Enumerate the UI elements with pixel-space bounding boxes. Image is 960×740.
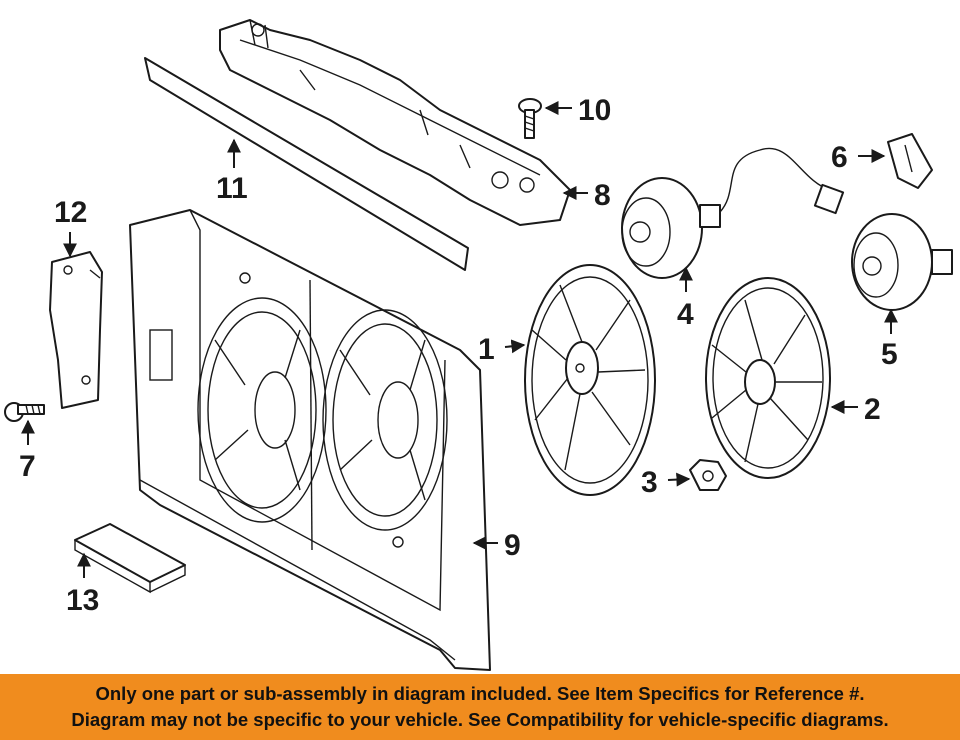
callout-2: 2 (864, 393, 881, 426)
callout-6: 6 (831, 141, 848, 174)
callout-3: 3 (641, 466, 658, 499)
part-3-nut (689, 459, 727, 491)
part-4-motor (621, 147, 845, 279)
part-2-fan (705, 277, 831, 479)
callout-12: 12 (54, 196, 87, 229)
part-12-bracket (49, 251, 103, 409)
callout-13: 13 (66, 584, 99, 617)
leader-lines (21, 101, 898, 578)
callout-4: 4 (677, 298, 694, 331)
disclaimer-banner: Only one part or sub-assembly in diagram… (0, 674, 960, 740)
part-11-seal-strip (144, 57, 469, 271)
callout-9: 9 (504, 529, 521, 562)
disclaimer-line-1: Only one part or sub-assembly in diagram… (95, 683, 865, 704)
callout-7: 7 (19, 450, 36, 483)
part-7-bolt (4, 402, 45, 422)
callout-8: 8 (594, 179, 611, 212)
exploded-parts-diagram: 1 2 3 4 5 6 7 8 9 10 11 12 13 (4, 19, 953, 671)
part-9-fan-shroud (129, 209, 491, 671)
callout-5: 5 (881, 338, 898, 371)
part-5-motor (851, 213, 953, 311)
callout-labels: 1 2 3 4 5 6 7 8 9 10 11 12 13 (19, 94, 898, 617)
part-13-pad (74, 523, 186, 594)
part-1-fan (524, 264, 656, 496)
part-6-clip (887, 133, 933, 189)
part-8-upper-support (219, 19, 571, 226)
disclaimer-line-2: Diagram may not be specific to your vehi… (71, 709, 889, 730)
callout-11: 11 (216, 172, 248, 205)
callout-10: 10 (578, 94, 611, 127)
callout-1: 1 (478, 333, 495, 366)
part-10-bolt (518, 98, 542, 139)
